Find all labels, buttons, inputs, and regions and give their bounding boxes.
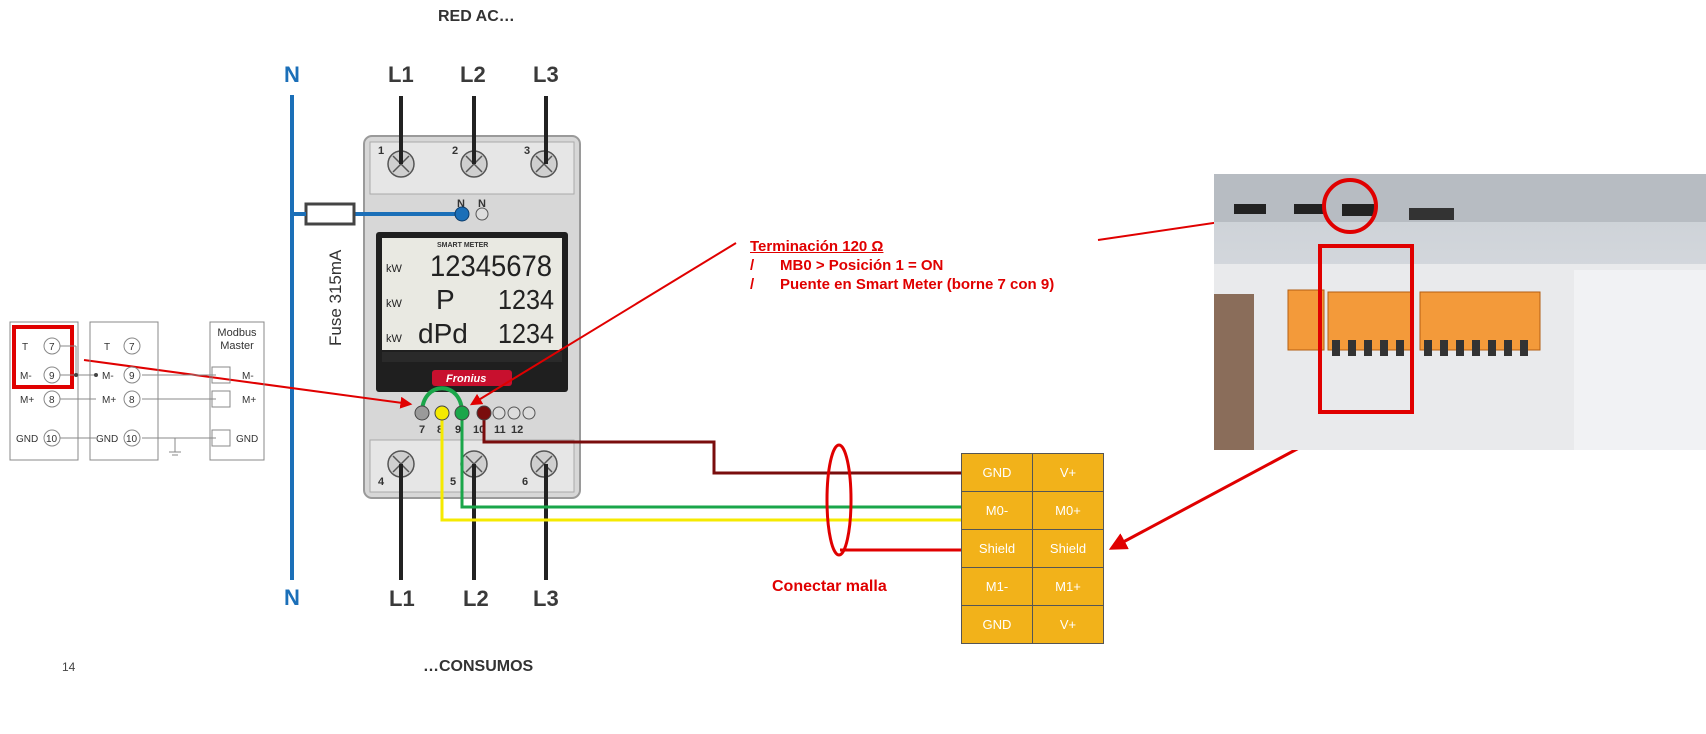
meter-n-label: N <box>457 198 465 210</box>
top-header: RED AC… <box>438 8 515 25</box>
meter-terminal-number: 7 <box>419 424 425 436</box>
modbus-master-label: Modbus Master <box>217 327 257 352</box>
modbus-master-pin: M- <box>242 371 254 382</box>
modbus-schematic <box>9 321 265 461</box>
modbus-row-num: 10 <box>46 434 58 445</box>
meter-terminal-number: 11 <box>494 424 506 436</box>
meter-dpd-symbol: dPd <box>418 318 468 349</box>
meter-bottom-number: 5 <box>450 476 456 488</box>
conectar-malla-label: Conectar malla <box>772 578 887 595</box>
termination-title: Terminación 120 Ω <box>750 238 884 255</box>
terminal-cell: Shield <box>1032 529 1104 568</box>
terminal-cell: V+ <box>1032 605 1104 644</box>
terminal-cell: M1+ <box>1032 567 1104 606</box>
meter-p-symbol: P <box>436 284 455 315</box>
modbus-row-label: M- <box>20 371 32 382</box>
meter-reading-2: 1234 <box>498 284 554 315</box>
terminal-cell: V+ <box>1032 453 1104 492</box>
meter-title: SMART METER <box>437 242 488 249</box>
meter-unit: kW <box>386 298 403 310</box>
phase-bottom-l1: L1 <box>389 586 415 611</box>
modbus-row-num: 7 <box>129 342 135 353</box>
modbus-row-label: M- <box>102 371 114 382</box>
meter-top-number: 2 <box>452 145 458 157</box>
modbus-row-label: T <box>104 342 110 353</box>
meter-brand: Fronius <box>446 373 486 385</box>
phase-top-l3: L3 <box>533 62 559 87</box>
modbus-row-num: 9 <box>49 371 55 382</box>
bottom-header: …CONSUMOS <box>423 658 534 675</box>
meter-unit: kW <box>386 263 403 275</box>
meter-reading-3: 1234 <box>498 318 554 349</box>
phase-top-l1: L1 <box>388 62 414 87</box>
phase-bottom-l3: L3 <box>533 586 559 611</box>
neutral-bottom-label: N <box>284 585 300 610</box>
page-number: 14 <box>62 660 76 674</box>
terminal-block: GND V+ M0- M0+ Shield Shield M1- M1+ GND… <box>961 453 1104 644</box>
termination-annotation: Terminación 120 Ω /MB0 > Posición 1 = ON… <box>750 237 1054 294</box>
modbus-row-label: GND <box>16 434 38 445</box>
meter-top-number: 3 <box>524 145 530 157</box>
meter-terminal-number: 12 <box>511 424 523 436</box>
terminal-cell: GND <box>961 453 1033 492</box>
modbus-master-pin: GND <box>236 434 258 445</box>
terminal-cell: M0- <box>961 491 1033 530</box>
modbus-row-label: M+ <box>20 395 34 406</box>
modbus-row-num: 10 <box>126 434 138 445</box>
terminal-cell: GND <box>961 605 1033 644</box>
meter-n-label: N <box>478 198 486 210</box>
neutral-top-label: N <box>284 62 300 87</box>
modbus-row-num: 7 <box>49 342 55 353</box>
modbus-row-num: 9 <box>129 371 135 382</box>
modbus-row-label: M+ <box>102 395 116 406</box>
meter-reading-1: 12345678 <box>430 250 552 283</box>
smart-meter: 1 2 3 4 5 6 N N SMART METER kW kW kW 123… <box>363 135 581 499</box>
meter-terminal-number: 8 <box>437 424 443 436</box>
phase-bottom-l2: L2 <box>463 586 489 611</box>
phase-top-l2: L2 <box>460 62 486 87</box>
meter-bottom-number: 4 <box>378 476 385 488</box>
meter-unit: kW <box>386 333 403 345</box>
termination-line: /Puente en Smart Meter (borne 7 con 9) <box>750 276 1055 293</box>
device-photo <box>1214 174 1706 450</box>
meter-terminal-number: 10 <box>473 424 485 436</box>
modbus-row-label: T <box>22 342 28 353</box>
terminal-cell: Shield <box>961 529 1033 568</box>
terminal-cell: M0+ <box>1032 491 1104 530</box>
modbus-row-num: 8 <box>129 395 135 406</box>
terminal-cell: M1- <box>961 567 1033 606</box>
termination-line: /MB0 > Posición 1 = ON <box>750 257 944 274</box>
meter-top-number: 1 <box>378 145 384 157</box>
modbus-row-label: GND <box>96 434 118 445</box>
modbus-master-pin: M+ <box>242 395 256 406</box>
modbus-row-num: 8 <box>49 395 55 406</box>
cable-bundle-ellipse <box>825 443 853 557</box>
meter-terminal-number: 9 <box>455 424 461 436</box>
meter-bottom-number: 6 <box>522 476 528 488</box>
fuse-symbol <box>304 202 356 226</box>
